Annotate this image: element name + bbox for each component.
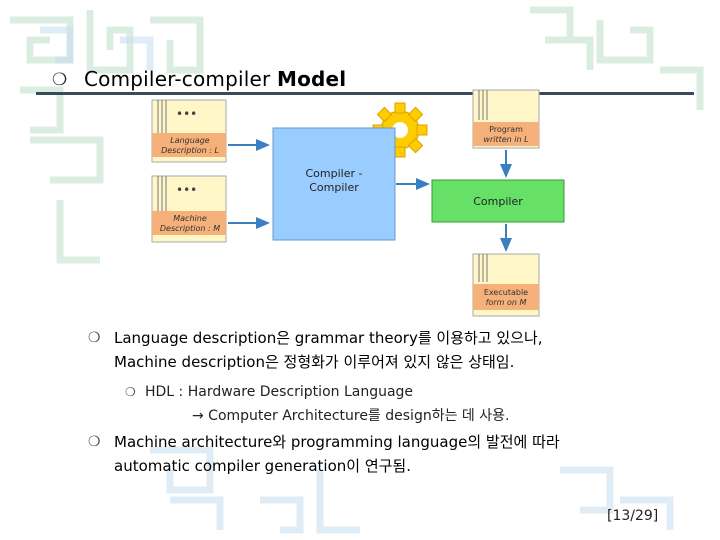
- program-line2: written in L: [483, 135, 528, 144]
- program-doc: Program written in L: [473, 90, 539, 148]
- lang-desc-line1: Language: [170, 136, 210, 145]
- bullet-1: ❍ Language description은 grammar theory를 …: [114, 326, 543, 374]
- mach-desc-line2: Description : M: [160, 224, 220, 233]
- program-line1: Program: [489, 125, 523, 134]
- language-description-doc: ••• Language Description : L: [152, 100, 226, 162]
- svg-text:•••: •••: [176, 107, 197, 121]
- sub-bullet-hdl: ❍ HDL : Hardware Description Language → …: [145, 380, 509, 428]
- sub-bullet-mark: ❍: [125, 380, 136, 404]
- bullet-1-line2: Machine description은 정형화가 이루어져 있지 않은 상태임…: [114, 350, 543, 374]
- machine-description-doc: ••• Machine Description : M: [152, 176, 226, 242]
- compiler-label: Compiler: [473, 195, 523, 208]
- bullet-2-mark: ❍: [88, 430, 101, 454]
- cc-line1: Compiler -: [306, 167, 363, 180]
- mach-desc-line1: Machine: [173, 214, 207, 223]
- compiler-compiler-diagram: ••• Language Description : L ••• Machine…: [0, 0, 720, 330]
- executable-doc: Executable form on M: [473, 254, 539, 316]
- bullet-2: ❍ Machine architecture와 programming lang…: [114, 430, 560, 478]
- lang-desc-line2: Description : L: [161, 146, 219, 155]
- svg-text:•••: •••: [176, 183, 197, 197]
- sub-bullet-line1: HDL : Hardware Description Language: [145, 380, 509, 404]
- cc-line2: Compiler: [309, 181, 359, 194]
- bullet-2-line1: Machine architecture와 programming langua…: [114, 430, 560, 454]
- bullet-2-line2: automatic compiler generation이 연구됨.: [114, 454, 560, 478]
- bullet-1-mark: ❍: [88, 326, 101, 350]
- exec-line1: Executable: [484, 288, 528, 297]
- sub-bullet-line2: → Computer Architecture를 design하는 데 사용.: [145, 404, 509, 428]
- bullet-1-line1: Language description은 grammar theory를 이용…: [114, 326, 543, 350]
- exec-line2: form on M: [486, 298, 527, 307]
- page-number: [13/29]: [607, 508, 658, 524]
